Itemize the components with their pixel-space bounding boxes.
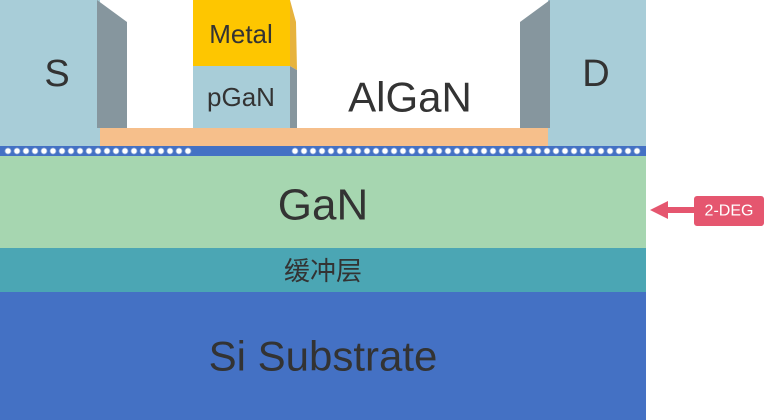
electron-dot <box>121 147 129 155</box>
electron-dot <box>76 147 84 155</box>
electron-dot <box>148 147 156 155</box>
electron-dot <box>552 147 560 155</box>
electron-dot <box>372 147 380 155</box>
electron-dot <box>40 147 48 155</box>
electron-dot <box>58 147 66 155</box>
electron-dot <box>408 147 416 155</box>
electron-dot <box>175 147 183 155</box>
electron-dot <box>633 147 641 155</box>
drain-contact-side <box>520 0 550 128</box>
source-contact-side <box>97 0 127 128</box>
electron-dot <box>291 147 299 155</box>
callout-badge <box>694 196 764 226</box>
electron-dot <box>300 147 308 155</box>
source-label: S <box>44 53 69 95</box>
electron-dot <box>49 147 57 155</box>
electron-dot <box>363 147 371 155</box>
interface-strip <box>97 128 549 146</box>
pgan-side <box>290 66 297 128</box>
electron-dot <box>570 147 578 155</box>
drain-contact <box>548 0 646 146</box>
electron-dot <box>345 147 353 155</box>
channel-electron-dots-right <box>291 147 641 155</box>
electron-dot <box>31 147 39 155</box>
metal-layer <box>193 0 290 66</box>
electron-dot <box>354 147 362 155</box>
electron-dot <box>390 147 398 155</box>
electron-dot <box>588 147 596 155</box>
substrate-layer <box>0 292 646 420</box>
electron-dot <box>139 147 147 155</box>
electron-dot <box>624 147 632 155</box>
electron-dot <box>480 147 488 155</box>
gan-label: GaN <box>278 181 368 230</box>
source-contact <box>0 0 100 146</box>
electron-dot <box>157 147 165 155</box>
electron-dot <box>309 147 317 155</box>
electron-dot <box>94 147 102 155</box>
electron-dot <box>318 147 326 155</box>
channel-electron-dots-left <box>4 147 192 155</box>
electron-dot <box>507 147 515 155</box>
electron-dot <box>453 147 461 155</box>
electron-dot <box>399 147 407 155</box>
callout-arrow-icon <box>650 201 694 219</box>
electron-dot <box>130 147 138 155</box>
electron-dot <box>471 147 479 155</box>
electron-dot <box>4 147 12 155</box>
electron-dot <box>336 147 344 155</box>
electron-dot <box>67 147 75 155</box>
electron-dot <box>543 147 551 155</box>
electron-dot <box>327 147 335 155</box>
electron-dot <box>525 147 533 155</box>
buffer-label: 缓冲层 <box>284 256 362 286</box>
electron-dot <box>417 147 425 155</box>
electron-dot <box>462 147 470 155</box>
buffer-layer <box>0 248 646 292</box>
electron-dot <box>85 147 93 155</box>
drain-label: D <box>582 53 609 95</box>
algan-label: AlGaN <box>348 74 472 121</box>
electron-dot <box>534 147 542 155</box>
electron-dot <box>498 147 506 155</box>
electron-dot <box>597 147 605 155</box>
electron-dot <box>381 147 389 155</box>
electron-dot <box>112 147 120 155</box>
pgan-layer <box>193 66 290 128</box>
electron-dot <box>579 147 587 155</box>
electron-dot <box>444 147 452 155</box>
electron-dot <box>516 147 524 155</box>
electron-dot <box>22 147 30 155</box>
pgan-label: pGaN <box>207 82 275 112</box>
substrate-label: Si Substrate <box>209 333 438 380</box>
electron-dot <box>184 147 192 155</box>
metal-side <box>290 0 297 70</box>
gan-layer <box>0 156 646 248</box>
electron-dot <box>606 147 614 155</box>
electron-dot <box>426 147 434 155</box>
electron-dot <box>13 147 21 155</box>
metal-label: Metal <box>209 19 273 49</box>
electron-dot <box>435 147 443 155</box>
electron-dot <box>489 147 497 155</box>
electron-dot <box>103 147 111 155</box>
electron-dot <box>166 147 174 155</box>
electron-dot <box>615 147 623 155</box>
electron-dot <box>561 147 569 155</box>
callout-label: 2-DEG <box>705 203 754 220</box>
